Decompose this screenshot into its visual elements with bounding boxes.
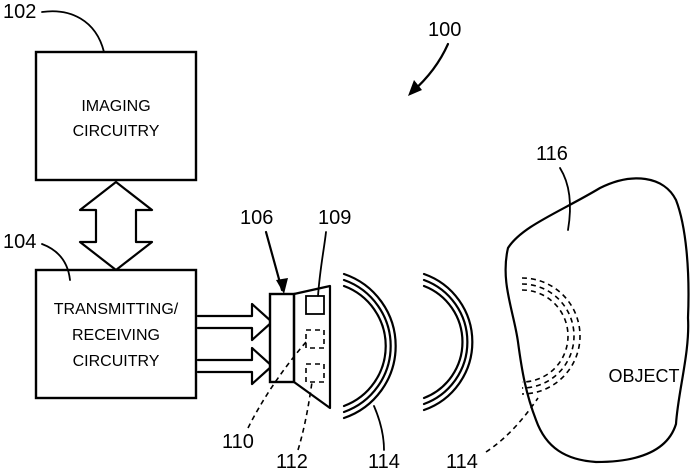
ref-116-leader xyxy=(560,168,570,230)
element-110 xyxy=(306,330,324,348)
element-109 xyxy=(306,296,324,314)
ref-114a-leader xyxy=(374,406,384,450)
wave-group-1 xyxy=(344,274,396,418)
bidirectional-arrow xyxy=(80,182,152,270)
probe xyxy=(270,286,330,408)
imaging-line2: CIRCUITRY xyxy=(73,123,160,140)
reflected-wave-inner xyxy=(522,290,568,382)
ref-109-label: 109 xyxy=(318,207,351,229)
ref-102-leader xyxy=(42,11,104,52)
wave-group-2 xyxy=(424,274,472,410)
ref-114a-label: 114 xyxy=(368,451,400,470)
signal-arrow-lower xyxy=(198,348,272,384)
element-112 xyxy=(306,364,324,382)
object-outline xyxy=(506,178,689,462)
reflected-waves xyxy=(522,278,580,394)
transmitting-receiving-block: TRANSMITTING/ RECEIVING CIRCUITRY xyxy=(36,270,196,398)
ref-100-label: 100 xyxy=(428,19,461,41)
ref-112-label: 112 xyxy=(276,451,308,470)
tx-line3: CIRCUITRY xyxy=(73,353,160,370)
ref-104-label: 104 xyxy=(3,231,36,253)
ref-114b-label: 114 xyxy=(446,451,478,470)
wave-2-outer xyxy=(424,286,462,398)
ref-102-label: 102 xyxy=(3,1,36,23)
wave-1-outer xyxy=(344,286,386,406)
object-label: OBJECT xyxy=(608,366,679,386)
ref-100-arrowhead xyxy=(408,80,422,96)
tx-line1: TRANSMITTING/ xyxy=(54,301,179,318)
wave-2-mid xyxy=(424,280,467,404)
tx-line2: RECEIVING xyxy=(72,327,160,344)
ref-116-label: 116 xyxy=(536,143,568,165)
reflected-wave-outer xyxy=(522,278,580,394)
ref-106-label: 106 xyxy=(240,207,273,229)
imaging-line1: IMAGING xyxy=(81,98,150,115)
ref-110-label: 110 xyxy=(222,431,254,453)
signal-arrow-upper xyxy=(198,304,272,340)
ref-106-arrowhead xyxy=(276,278,288,294)
imaging-circuitry-block: IMAGING CIRCUITRY xyxy=(36,52,196,180)
